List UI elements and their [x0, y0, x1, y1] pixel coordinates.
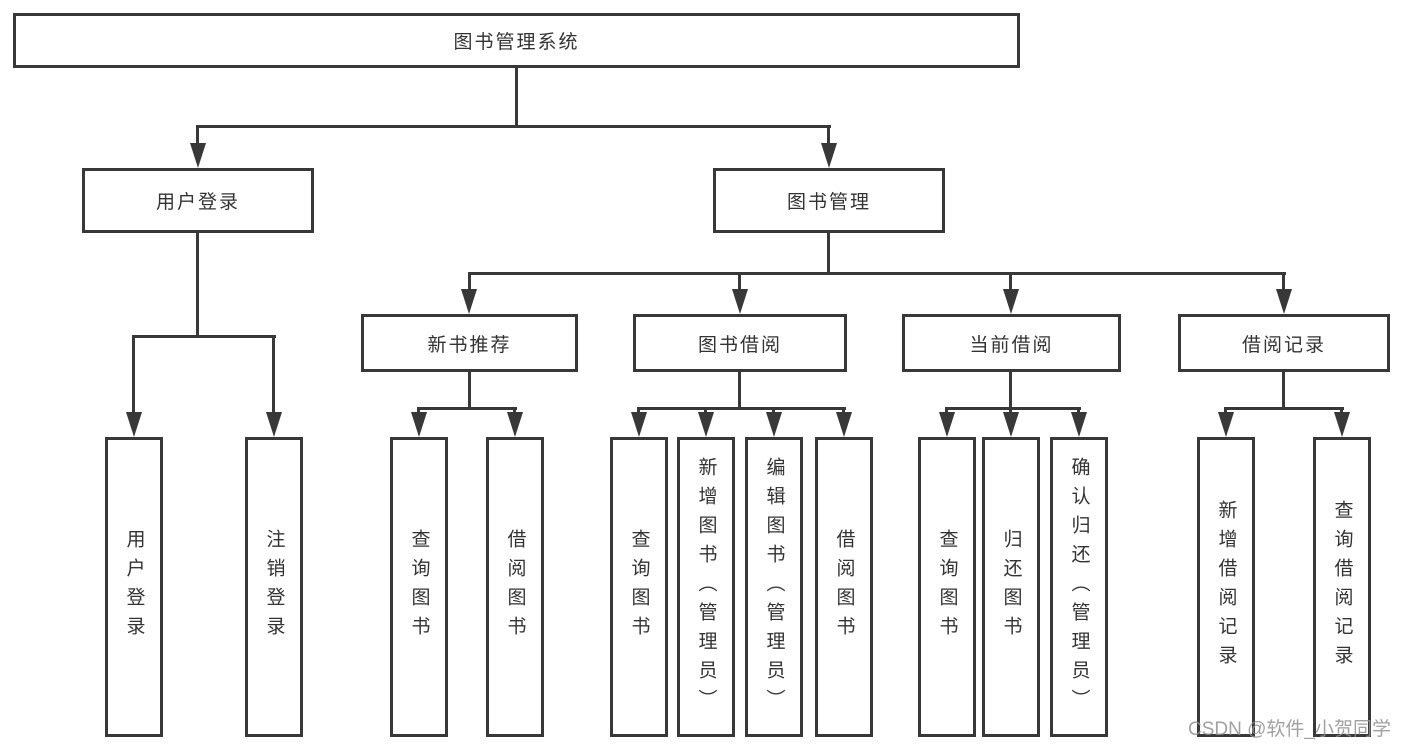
leaf-borrow-books-borrowing-label: 借阅图书: [833, 529, 855, 645]
h-line: [945, 407, 1081, 410]
leaf-user-login-label: 用户登录: [123, 529, 145, 645]
leaf-user-login: 用户登录: [105, 437, 163, 737]
arrowhead-icon: [411, 412, 427, 437]
node-book-borrowing: 图书借阅: [633, 314, 847, 372]
leaf-query-books-borrowing-label: 查询图书: [628, 529, 650, 645]
leaf-confirm-return-admin: 确认归还（管理员）: [1050, 437, 1108, 737]
watermark: CSDN @软件_小贺同学: [1188, 719, 1391, 740]
leaf-add-book-admin: 新增图书（管理员）: [677, 437, 735, 737]
leaf-edit-book-admin-label: 编辑图书（管理员）: [763, 456, 785, 718]
arrow-stem: [827, 125, 830, 147]
leaf-edit-book-admin: 编辑图书（管理员）: [745, 437, 803, 737]
leaf-add-book-admin-label: 新增图书（管理员）: [695, 456, 717, 718]
node-book-management: 图书管理: [713, 168, 945, 233]
leaf-add-borrow-record-label: 新增借阅记录: [1215, 500, 1237, 674]
v-line: [1009, 372, 1012, 407]
h-line: [417, 407, 517, 410]
v-line: [515, 68, 518, 125]
arrowhead-icon: [126, 412, 142, 437]
h-line: [197, 125, 831, 128]
v-line: [1282, 372, 1285, 407]
arrowhead-icon: [836, 412, 852, 437]
node-new-book-recommendation: 新书推荐: [361, 314, 578, 372]
leaf-query-books-recommend-label: 查询图书: [408, 529, 430, 645]
node-book-borrowing-label: 图书借阅: [697, 334, 782, 356]
node-current-borrowing: 当前借阅: [902, 314, 1121, 372]
arrowhead-icon: [190, 143, 206, 168]
arrowhead-icon: [1334, 412, 1350, 437]
v-line: [827, 233, 830, 272]
node-new-book-recommendation-label: 新书推荐: [427, 334, 512, 356]
node-current-borrowing-label: 当前借阅: [969, 334, 1054, 356]
arrow-stem: [132, 335, 135, 415]
arrowhead-icon: [939, 412, 955, 437]
arrowhead-icon: [821, 143, 837, 168]
arrow-stem: [738, 272, 741, 292]
arrowhead-icon: [631, 412, 647, 437]
leaf-borrow-books-borrowing: 借阅图书: [815, 437, 873, 737]
leaf-borrow-books-recommend-label: 借阅图书: [504, 529, 526, 645]
node-user-login: 用户登录: [82, 168, 314, 233]
leaf-query-books-current: 查询图书: [918, 437, 976, 737]
node-root-label: 图书管理系统: [453, 32, 580, 53]
arrowhead-icon: [1003, 412, 1019, 437]
arrowhead-icon: [732, 289, 748, 314]
h-line: [637, 407, 846, 410]
leaf-return-books-label: 归还图书: [1000, 529, 1022, 645]
node-user-login-label: 用户登录: [155, 192, 240, 213]
arrow-stem: [1009, 272, 1012, 292]
node-borrowing-records: 借阅记录: [1178, 314, 1390, 372]
arrow-stem: [468, 272, 471, 292]
node-book-management-label: 图书管理: [786, 192, 871, 213]
arrowhead-icon: [507, 412, 523, 437]
arrow-stem: [272, 335, 275, 415]
leaf-query-books-current-label: 查询图书: [936, 529, 958, 645]
arrowhead-icon: [1218, 412, 1234, 437]
leaf-logout: 注销登录: [245, 437, 303, 737]
arrow-stem: [196, 125, 199, 147]
arrowhead-icon: [1276, 289, 1292, 314]
arrowhead-icon: [766, 412, 782, 437]
h-line: [468, 272, 1286, 275]
arrowhead-icon: [461, 289, 477, 314]
leaf-return-books: 归还图书: [982, 437, 1040, 737]
arrowhead-icon: [1003, 289, 1019, 314]
arrowhead-icon: [1071, 412, 1087, 437]
h-line: [1224, 407, 1344, 410]
h-line: [132, 335, 276, 338]
leaf-add-borrow-record: 新增借阅记录: [1197, 437, 1255, 737]
leaf-borrow-books-recommend: 借阅图书: [486, 437, 544, 737]
leaf-query-borrow-record-label: 查询借阅记录: [1331, 500, 1353, 674]
node-borrowing-records-label: 借阅记录: [1241, 334, 1326, 356]
leaf-logout-label: 注销登录: [263, 529, 285, 645]
arrow-stem: [1282, 272, 1285, 292]
v-line: [196, 233, 199, 335]
leaf-query-borrow-record: 查询借阅记录: [1313, 437, 1371, 737]
leaf-query-books-recommend: 查询图书: [390, 437, 448, 737]
v-line: [468, 372, 471, 407]
leaf-confirm-return-admin-label: 确认归还（管理员）: [1068, 456, 1090, 718]
leaf-query-books-borrowing: 查询图书: [610, 437, 668, 737]
arrowhead-icon: [698, 412, 714, 437]
v-line: [738, 372, 741, 407]
node-root: 图书管理系统: [13, 13, 1020, 68]
arrowhead-icon: [266, 412, 282, 437]
